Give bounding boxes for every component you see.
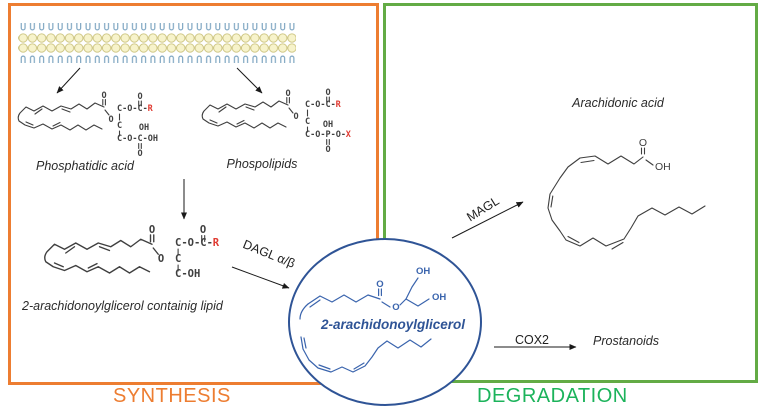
synthesis-box: [8, 3, 379, 385]
phosphatidic-acid-label: Phosphatidic acid: [36, 159, 134, 173]
synthesis-title: SYNTHESIS: [113, 385, 231, 407]
degradation-box: [383, 3, 758, 383]
cox2-enzyme-label: COX2: [514, 333, 550, 347]
2ag-molecule-label: 2-arachidonoylglicerol: [321, 317, 466, 332]
2ag-containing-lipid-label: 2-arachidonoylglicerol containig lipid: [22, 299, 223, 313]
phospholipids-label: Phospolipids: [226, 157, 298, 171]
prostanoids-label: Prostanoids: [593, 334, 660, 348]
degradation-title: DEGRADATION: [477, 385, 628, 407]
2ag-circle: [288, 238, 482, 406]
arachidonic-acid-label: Arachidonic acid: [572, 96, 664, 110]
